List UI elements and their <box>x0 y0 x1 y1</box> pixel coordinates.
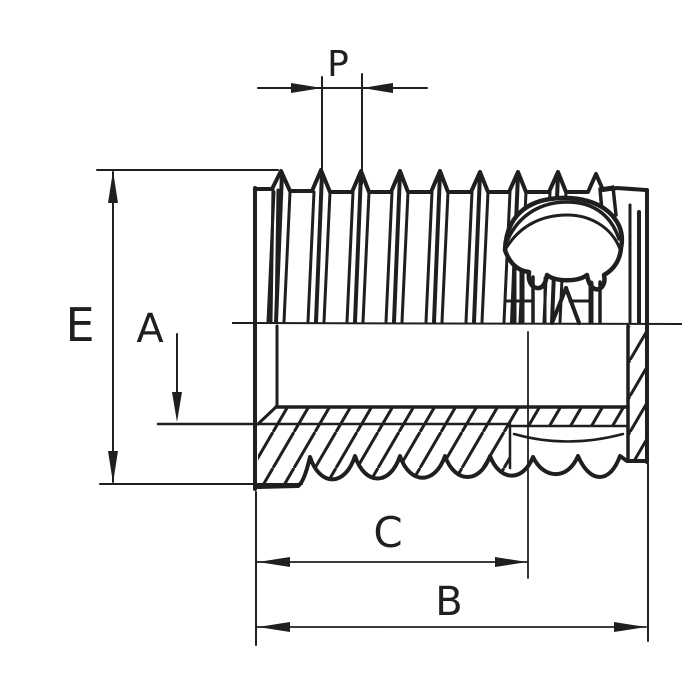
bottom-thread-profile <box>256 454 648 489</box>
dimension-thread-length <box>255 331 529 646</box>
overall-length-arrow-right <box>614 622 646 632</box>
outer-arrow-top <box>108 171 118 203</box>
thread-length-label: C <box>373 508 402 557</box>
thread-length-arrow-right <box>495 557 527 567</box>
bore-left-chamfer <box>256 405 278 426</box>
pitch-dimension-label: P <box>327 44 349 85</box>
dimension-outer-diameter <box>96 169 303 485</box>
dimension-pitch <box>257 73 428 187</box>
outer-diameter-label: E <box>65 298 94 352</box>
pitch-arrow-right <box>362 83 393 93</box>
centerline <box>231 322 683 325</box>
overall-length-arrow-left <box>258 622 290 632</box>
thread-length-arrow-left <box>258 557 290 567</box>
top-thread-crest-outline <box>253 168 648 194</box>
cutting-hole <box>502 195 625 325</box>
pitch-arrow-left <box>291 83 322 93</box>
overall-length-label: B <box>435 579 462 625</box>
cutting-hole-cap-arc-lower <box>503 213 622 252</box>
insert-body-lower-section <box>156 324 648 489</box>
cutting-hole-cap-arc-upper <box>505 200 621 243</box>
internal-arrow-down <box>172 392 182 422</box>
notch-arc <box>512 432 625 443</box>
dimension-overall-length <box>256 463 649 642</box>
internal-thread-label: A <box>136 306 164 352</box>
dimension-internal-thread <box>172 333 182 422</box>
outer-arrow-bottom <box>108 451 118 483</box>
